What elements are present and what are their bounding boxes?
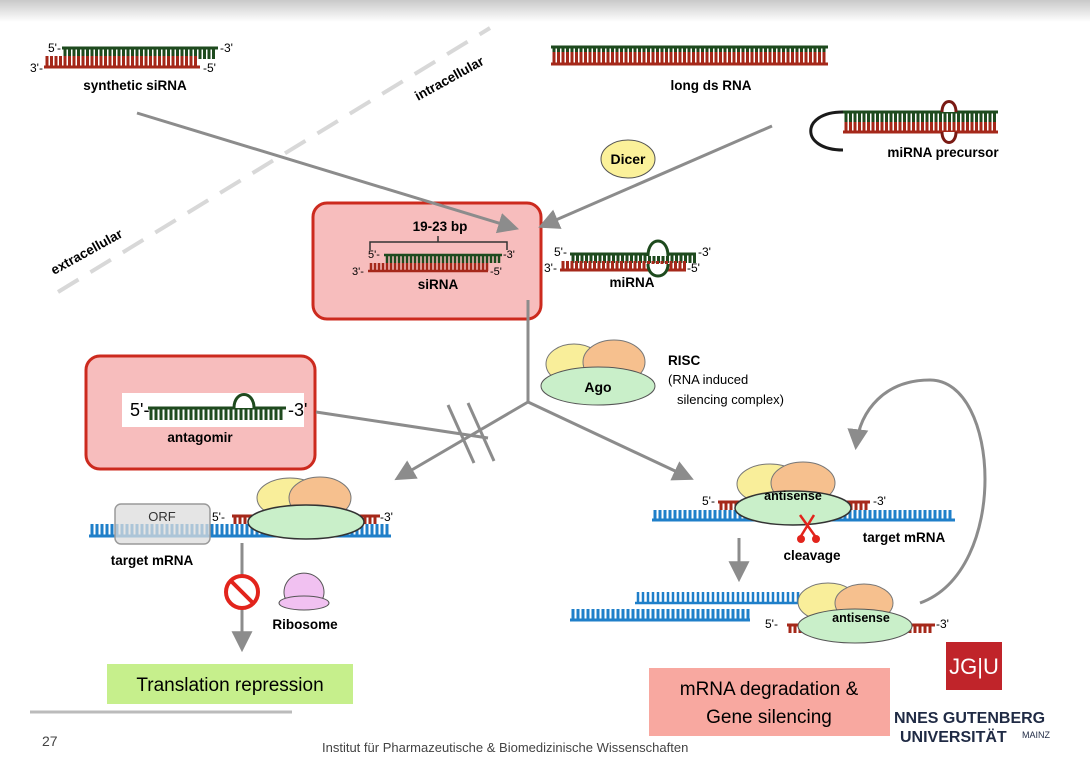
mirna-label: miRNA: [609, 275, 654, 290]
antagomir-label: antagomir: [167, 430, 233, 445]
sirna-5-right-label: -5': [490, 266, 502, 278]
mirna-precursor-label: miRNA precursor: [887, 145, 999, 160]
degradation-label-2: Gene silencing: [706, 707, 832, 728]
extracellular-label: extracellular: [48, 226, 126, 278]
ribosome-label: Ribosome: [272, 617, 338, 632]
bp-range-label: 19-23 bp: [413, 219, 468, 234]
synth-5-right-label: -5': [203, 61, 216, 75]
ago-protein: [540, 366, 656, 406]
sirna-5-label: 5'-: [368, 249, 380, 261]
antagomir-bulge: [232, 393, 256, 409]
synth-3-label: -3': [220, 41, 233, 55]
translation-repression-box: [107, 664, 353, 704]
antisense-label-recycled: antisense: [832, 611, 890, 625]
top-shade: [0, 0, 1090, 22]
antisense-label-cleavage: antisense: [764, 489, 822, 503]
synthetic-sirna-label: synthetic siRNA: [83, 78, 187, 93]
logo-university: UNIVERSITÄT: [900, 728, 1007, 746]
mrna-fragment-lower: [570, 609, 750, 622]
block-tick-2: [466, 402, 496, 462]
arrow-sirna-in: [136, 111, 520, 234]
antagomir-3-label: -3': [288, 400, 307, 420]
orf-label: ORF: [148, 509, 176, 524]
risc-recycled: [797, 582, 913, 644]
precursor-loop: [809, 110, 844, 152]
synth-5-label: 5'-: [48, 41, 61, 55]
orf-box: [114, 503, 211, 545]
rna-strands: [44, 45, 998, 633]
cleavage-5-label: 5'-: [702, 494, 715, 508]
logo-city: MAINZ: [1022, 730, 1051, 740]
mirna-sense: [570, 252, 696, 263]
degradation-box: [649, 668, 890, 736]
risc-description-1: (RNA induced: [668, 372, 748, 387]
risc-cleavage-ago: [734, 490, 852, 526]
target-mrna-label-left: target mRNA: [111, 553, 194, 568]
ribosome: [278, 572, 330, 611]
jgu-logo: JG|U NNES GUTENBERG UNIVERSITÄT MAINZ: [894, 642, 1051, 746]
ago-label: Ago: [584, 379, 611, 395]
logo-mark-bg: [946, 642, 1002, 690]
synthetic-sirna-antisense: [44, 56, 200, 69]
degradation-label-1: mRNA degradation &: [680, 679, 859, 700]
risc-cleavage: [734, 461, 852, 526]
recycled-5-label: 5'-: [765, 617, 778, 631]
sirna-3-left-label: 3'-: [352, 266, 364, 278]
mirna-3-label: -3': [698, 245, 711, 259]
precursor-sense: [843, 110, 998, 122]
mirna-3-left-label: 3'-: [544, 261, 557, 275]
repression-5-label: 5'-: [212, 510, 225, 524]
logo-name: NNES GUTENBERG: [894, 710, 1045, 727]
institute-name: Institut für Pharmazeutische & Biomedizi…: [322, 740, 688, 752]
mirna-bulge: [646, 239, 670, 278]
risc-label: RISC: [668, 353, 701, 368]
synthetic-sirna-sense: [62, 46, 218, 59]
ribosome-large-subunit: [283, 572, 325, 599]
page-number: 27: [42, 733, 58, 749]
antagomir-strand: [148, 406, 286, 420]
sirna-antisense: [368, 263, 489, 273]
risc-repression-ago: [247, 504, 365, 540]
long-ds-rna-label: long ds RNA: [671, 78, 752, 93]
long-dsrna-antisense: [551, 52, 828, 66]
arrow-to-cleavage: [527, 400, 694, 481]
scissors-icon: [797, 514, 820, 543]
bp-bracket: [369, 236, 508, 250]
ribosome-small-subunit: [278, 595, 330, 611]
logo-mark: JG|U: [949, 654, 999, 679]
target-mrna-label-right: target mRNA: [863, 530, 946, 545]
arrows: [136, 111, 987, 653]
precursor-bulge: [940, 100, 958, 144]
repression-3-label: -3': [380, 510, 393, 524]
mrna-fragment-upper: [635, 592, 800, 605]
sirna-sense: [384, 253, 502, 263]
recycled-3-label: -3': [936, 617, 949, 631]
block-tick-1: [446, 404, 476, 464]
cleavage-label: cleavage: [783, 548, 841, 563]
membrane-line: [56, 26, 492, 294]
translation-repression-label: Translation repression: [136, 675, 323, 696]
sirna-label: siRNA: [418, 277, 459, 292]
risc-complex: Ago: [540, 339, 656, 406]
cleavage-3-label: -3': [873, 494, 886, 508]
dicer-label: Dicer: [610, 151, 646, 167]
arrow-recycle: [847, 378, 987, 605]
arrow-dicer: [538, 124, 773, 229]
risc-recycled-ago: [797, 608, 913, 644]
no-entry-icon: [224, 574, 260, 610]
synth-3-left-label: 3'-: [30, 61, 43, 75]
mirna-5-label: 5'-: [554, 245, 567, 259]
dicer-enzyme: [600, 139, 656, 179]
precursor-antisense: [843, 122, 998, 134]
antagomir-5-label: 5'-: [130, 400, 149, 420]
intracellular-label: intracellular: [412, 53, 487, 104]
risc-repression: [247, 476, 365, 540]
mirna-5-right-label: -5': [687, 261, 700, 275]
sirna-3-label: -3': [503, 249, 515, 261]
risc-description-2: silencing complex): [677, 392, 784, 407]
